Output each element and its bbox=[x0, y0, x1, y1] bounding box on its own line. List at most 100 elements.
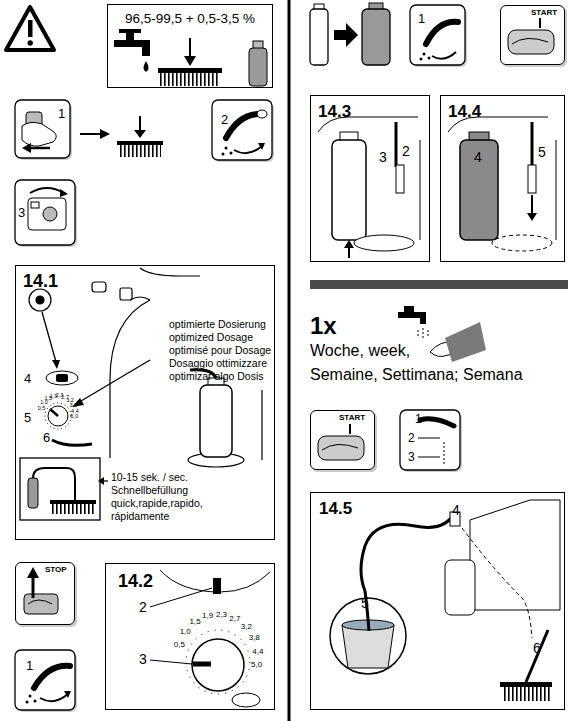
cleaning-detail bbox=[342, 625, 394, 668]
quick-fill-lever bbox=[52, 440, 92, 445]
lever-valve bbox=[257, 110, 267, 118]
filter-insert bbox=[460, 140, 498, 240]
start-switch bbox=[500, 5, 565, 65]
callout-number: 5 bbox=[24, 411, 31, 425]
filter-swap bbox=[334, 30, 346, 40]
icon-box bbox=[410, 5, 467, 67]
cleaning-detail bbox=[500, 682, 552, 687]
cleaning-icon bbox=[398, 306, 486, 362]
step-panel: 14.3 bbox=[310, 95, 430, 262]
cleaning-detail bbox=[502, 687, 550, 701]
filter-removal bbox=[344, 240, 354, 248]
dosing-lever bbox=[56, 374, 68, 382]
cleaning-detail bbox=[526, 630, 548, 682]
hand-valve bbox=[22, 143, 31, 153]
leader-arrow bbox=[42, 312, 150, 407]
icon-box bbox=[426, 22, 458, 44]
callout-number: 6 bbox=[533, 641, 541, 656]
filter-removal bbox=[395, 122, 398, 167]
icon-box bbox=[432, 52, 456, 59]
dosing-unit bbox=[30, 188, 64, 193]
quick-fill-inset bbox=[33, 468, 75, 500]
scale-mark: 1,0 bbox=[40, 400, 48, 406]
brush-icon bbox=[117, 116, 163, 157]
callout-number: 1 bbox=[58, 107, 65, 121]
icon-box bbox=[212, 100, 274, 162]
detergent-bottle bbox=[249, 41, 267, 86]
quick-fill-inset bbox=[50, 500, 96, 504]
icon-box bbox=[15, 650, 75, 710]
dial-detail bbox=[193, 662, 211, 667]
callout-number: 1x bbox=[310, 313, 337, 338]
icon-box bbox=[15, 180, 77, 247]
cleaning-icon bbox=[445, 322, 486, 362]
detergent-bottle bbox=[190, 370, 232, 457]
start-switch bbox=[310, 410, 377, 472]
panel-heading: STOP bbox=[45, 566, 67, 574]
scale-mark: 1,5 bbox=[189, 618, 200, 626]
callout-number: 2 bbox=[221, 113, 228, 127]
scale-mark: 3,8 bbox=[249, 634, 260, 642]
icon-box bbox=[428, 57, 431, 60]
dosing-unit bbox=[28, 198, 66, 230]
lever-valve bbox=[222, 153, 225, 156]
stop-switch bbox=[27, 567, 39, 578]
icon-box bbox=[400, 410, 462, 472]
filter-insert bbox=[448, 117, 556, 251]
lever-valve bbox=[258, 143, 265, 150]
brush-icon bbox=[117, 141, 163, 145]
filter-removal bbox=[420, 140, 421, 240]
panel-heading: START bbox=[531, 9, 557, 17]
filter-swap bbox=[346, 23, 358, 47]
lever-valve bbox=[234, 146, 262, 153]
quick-fill-inset bbox=[20, 458, 100, 520]
filter-removal bbox=[318, 117, 420, 258]
faucet-icon bbox=[119, 29, 141, 33]
arrow-down bbox=[184, 38, 196, 66]
cleaning-detail bbox=[470, 500, 560, 610]
brush-icon bbox=[158, 68, 222, 86]
lever-valve bbox=[29, 695, 32, 698]
quick-fill-lever bbox=[52, 440, 92, 445]
hand-valve bbox=[22, 112, 56, 153]
quick-fill-inset bbox=[28, 478, 38, 508]
panel-text: optimisé pour Dosage bbox=[169, 345, 271, 356]
scale-mark: 2,7 bbox=[229, 615, 240, 623]
stop-switch bbox=[24, 594, 58, 614]
callout-number: 2 bbox=[139, 600, 147, 615]
panel-heading: 14.2 bbox=[118, 572, 153, 591]
detergent-bottle bbox=[249, 48, 267, 86]
dosing-lever bbox=[46, 371, 78, 385]
lever-valve bbox=[34, 666, 70, 688]
section-band bbox=[310, 280, 568, 289]
faucet-icon bbox=[144, 61, 149, 72]
icon-box: START bbox=[500, 5, 565, 65]
callout-number: 3 bbox=[379, 150, 387, 165]
cleaning-detail bbox=[361, 512, 455, 591]
filter-insert bbox=[492, 235, 552, 251]
faucet-icon bbox=[142, 47, 150, 56]
filter-swap bbox=[310, 9, 328, 65]
icon-box bbox=[15, 100, 72, 160]
icon-box bbox=[400, 410, 460, 470]
panel-heading: 14.3 bbox=[318, 103, 351, 121]
callout-number: 1 bbox=[415, 413, 422, 426]
dial-detail bbox=[232, 693, 260, 707]
dial-detail bbox=[213, 578, 221, 594]
arrow-down bbox=[189, 38, 191, 58]
scale-mark: 0,5 bbox=[38, 406, 46, 412]
callout-number: 2 bbox=[408, 432, 415, 445]
machine-outline bbox=[36, 296, 44, 304]
machine-outline bbox=[120, 288, 132, 300]
panel-text: 10-15 sek. / sec. bbox=[111, 472, 188, 483]
column-divider bbox=[289, 0, 290, 721]
callout-number: Semaine, Settimana; Semana bbox=[310, 367, 523, 384]
start-switch bbox=[512, 38, 548, 44]
faucet-icon bbox=[114, 40, 150, 47]
scale-mark: 1,9 bbox=[202, 612, 213, 620]
brush-icon bbox=[134, 130, 146, 138]
icon-box bbox=[444, 442, 445, 464]
brush-icon bbox=[139, 116, 141, 132]
stop-switch bbox=[32, 576, 35, 598]
